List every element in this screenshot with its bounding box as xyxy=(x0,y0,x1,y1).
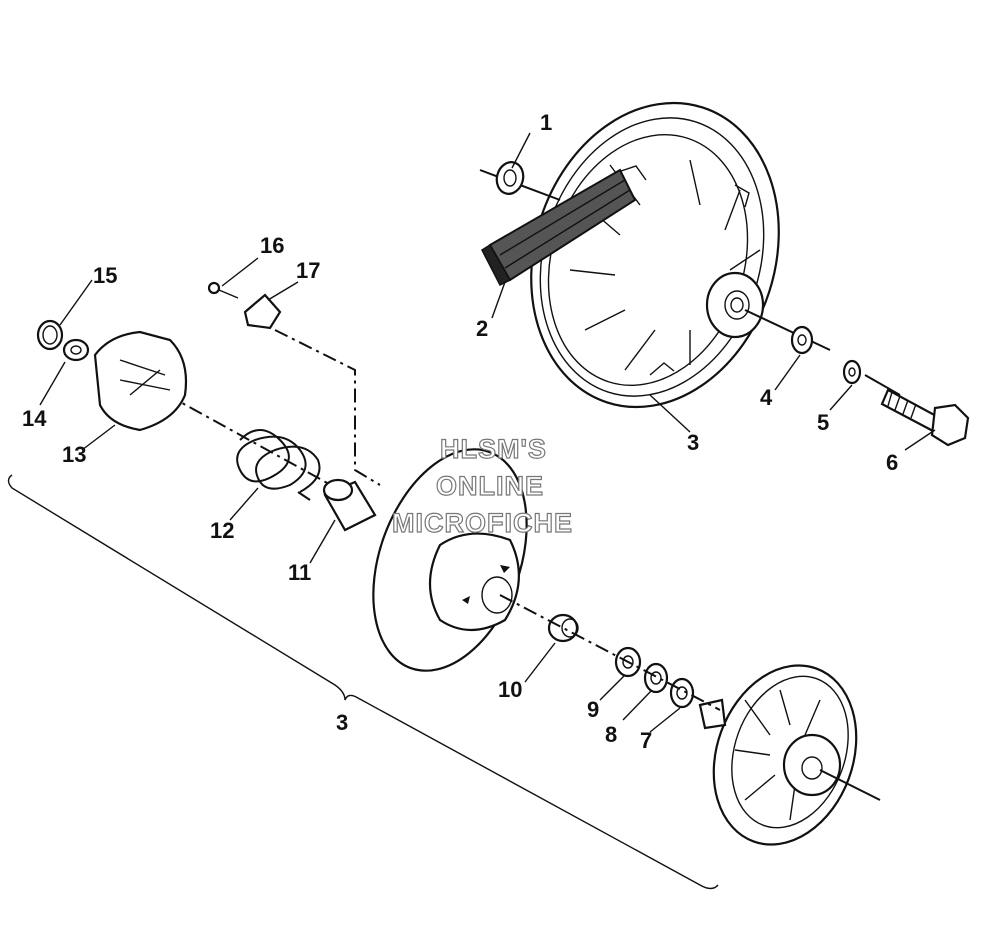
callout-14: 14 xyxy=(22,406,47,431)
washer-14 xyxy=(62,338,90,362)
bushing-10 xyxy=(547,613,579,643)
callout-1: 1 xyxy=(540,110,552,135)
washer-7 xyxy=(669,677,695,709)
callout-4: 4 xyxy=(760,385,773,410)
callout-16: 16 xyxy=(260,233,284,258)
cam-13 xyxy=(93,330,188,432)
callout-6: 6 xyxy=(886,450,898,475)
leader-lines xyxy=(39,132,936,733)
fixed-sheave xyxy=(698,664,858,846)
driven-sheave xyxy=(372,448,528,672)
callout-7: 7 xyxy=(640,728,652,753)
bolt-6 xyxy=(880,388,970,447)
callout-3-upper: 3 xyxy=(687,430,699,455)
callout-9: 9 xyxy=(587,697,599,722)
drive-sheave-outer xyxy=(530,101,780,409)
callout-13: 13 xyxy=(62,442,86,467)
washer-8 xyxy=(643,662,669,694)
bushing-11 xyxy=(322,478,377,532)
callout-3-assembly: 3 xyxy=(336,710,348,735)
callout-10: 10 xyxy=(498,677,522,702)
lock-washer-5 xyxy=(842,359,862,385)
callout-12: 12 xyxy=(210,518,234,543)
button-17 xyxy=(243,293,282,330)
drive-belt xyxy=(481,168,637,287)
assembly-bracket xyxy=(7,474,719,890)
washer-4 xyxy=(790,325,814,355)
callout-17: 17 xyxy=(296,258,320,283)
spring-12 xyxy=(236,429,321,501)
watermark-line-1: HLSM'S xyxy=(440,434,547,464)
screw-16 xyxy=(207,281,239,299)
watermark-line-3: MICROFICHE xyxy=(392,508,573,538)
callout-8: 8 xyxy=(605,722,617,747)
snap-ring-15 xyxy=(36,319,64,351)
callout-2: 2 xyxy=(476,316,488,341)
watermark: HLSM'S ONLINE MICROFICHE xyxy=(391,433,573,538)
callout-15: 15 xyxy=(93,263,117,288)
watermark-line-2: ONLINE xyxy=(436,471,544,501)
callout-11: 11 xyxy=(288,560,311,585)
callout-5: 5 xyxy=(817,410,829,435)
washer-1 xyxy=(495,161,525,195)
